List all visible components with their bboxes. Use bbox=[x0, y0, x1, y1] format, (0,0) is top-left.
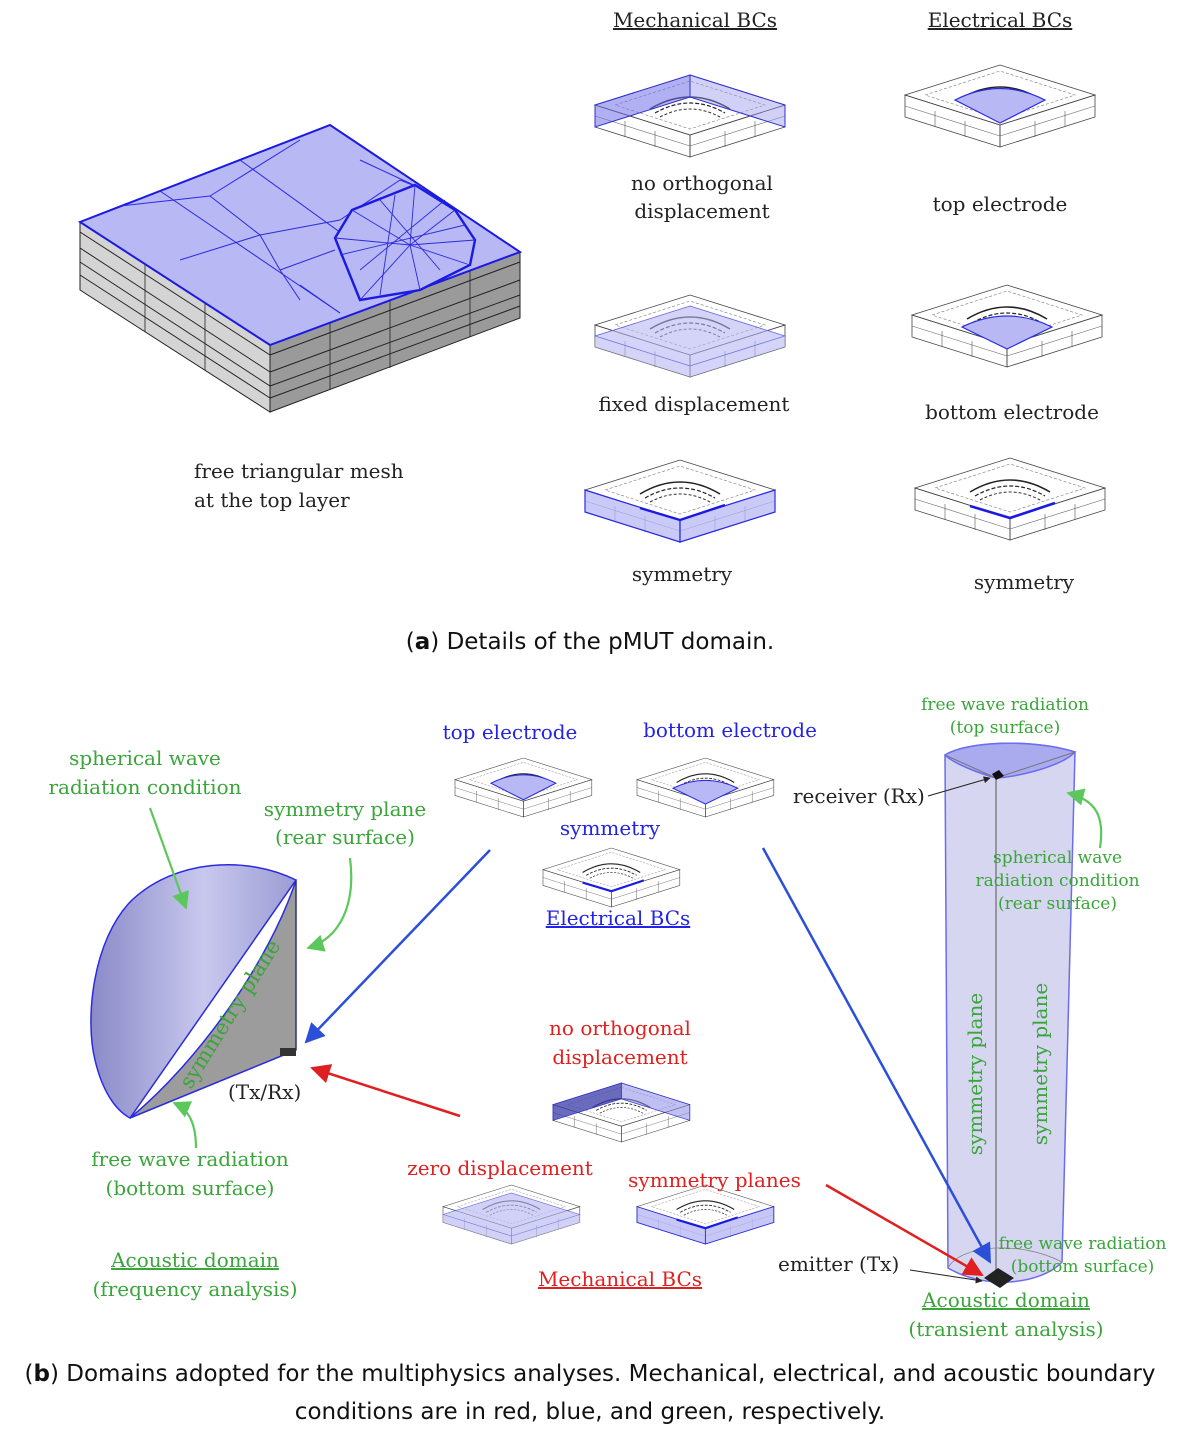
electrical-bcs-header: Electrical BCs bbox=[927, 8, 1073, 32]
center-sym-planes: symmetry planes bbox=[628, 1168, 801, 1192]
mech-symmetry-label: symmetry bbox=[631, 562, 733, 586]
right-free-top-line1: free wave radiation bbox=[921, 695, 1089, 715]
left-freewave-line1: free wave radiation bbox=[91, 1147, 289, 1171]
arrow-spherical-right bbox=[1066, 788, 1103, 849]
thumb-b-no-orthogonal bbox=[552, 1082, 691, 1143]
center-electrical-bcs: Electrical BCs bbox=[545, 906, 691, 930]
mesh-block bbox=[77, 123, 523, 413]
right-symplane-b: symmetry plane bbox=[1028, 982, 1052, 1146]
thumb-elec-symmetry bbox=[914, 457, 1106, 541]
thumb-elec-top bbox=[904, 64, 1096, 148]
left-spherical-line2: radiation condition bbox=[48, 775, 242, 799]
arrow-freewave-left bbox=[172, 1101, 198, 1149]
right-free-top-line2: (top surface) bbox=[949, 718, 1061, 738]
left-symplane-line2: (rear surface) bbox=[275, 825, 415, 849]
elec-bottom-label: bottom electrode bbox=[925, 400, 1099, 424]
elec-top-label: top electrode bbox=[932, 192, 1068, 216]
mech-no-orth-line1: no orthogonal bbox=[631, 171, 773, 195]
center-mechanical-bcs: Mechanical BCs bbox=[537, 1267, 703, 1291]
arrow-elec-to-transient bbox=[761, 847, 992, 1264]
center-no-orth-line2: displacement bbox=[552, 1045, 688, 1069]
transient-acoustic-domain bbox=[943, 742, 1077, 1288]
mech-fixed-label: fixed displacement bbox=[598, 392, 790, 416]
thumb-b-bottom-electrode bbox=[636, 757, 775, 818]
caption-a-letter: a bbox=[414, 629, 431, 655]
left-domain-sub: (frequency analysis) bbox=[92, 1277, 298, 1301]
frequency-acoustic-domain bbox=[90, 864, 298, 1119]
right-domain-title: Acoustic domain bbox=[922, 1288, 1090, 1312]
right-free-bottom-line1: free wave radiation bbox=[998, 1234, 1167, 1254]
arrow-elec-to-freq bbox=[304, 849, 491, 1044]
center-zero-disp: zero displacement bbox=[407, 1156, 593, 1180]
left-domain-title: Acoustic domain bbox=[111, 1248, 279, 1272]
arrow-spherical-left bbox=[148, 807, 189, 910]
arrow-mech-to-transient bbox=[825, 1183, 984, 1277]
thumb-b-zero-displacement bbox=[442, 1184, 581, 1245]
caption-a-text: Details of the pMUT domain. bbox=[446, 629, 775, 655]
mesh-label-line2: at the top layer bbox=[194, 488, 350, 512]
mech-no-orth-line2: displacement bbox=[634, 199, 770, 223]
thumb-b-top-electrode bbox=[454, 757, 593, 818]
thumb-mech-symmetry bbox=[584, 459, 776, 543]
right-spherical-line1: spherical wave bbox=[992, 848, 1123, 868]
caption-b-line2: conditions are in red, blue, and green, … bbox=[294, 1399, 886, 1425]
thumb-elec-bottom bbox=[911, 284, 1103, 368]
center-bottom-electrode: bottom electrode bbox=[643, 718, 817, 742]
txrx-label: (Tx/Rx) bbox=[228, 1080, 302, 1104]
thumb-b-symmetry-planes bbox=[636, 1184, 775, 1245]
elec-symmetry-label: symmetry bbox=[973, 570, 1075, 594]
center-top-electrode: top electrode bbox=[442, 720, 578, 744]
thumb-b-symmetry bbox=[542, 847, 681, 908]
thumb-mech-fixed bbox=[593, 294, 787, 378]
left-freewave-line2: (bottom surface) bbox=[105, 1176, 275, 1200]
thumb-mech-no-orthogonal bbox=[594, 74, 786, 158]
caption-a: (a) Details of the pMUT domain. bbox=[405, 629, 775, 655]
center-symmetry: symmetry bbox=[559, 816, 661, 840]
right-domain-sub: (transient analysis) bbox=[908, 1317, 1104, 1341]
receiver-label: receiver (Rx) bbox=[793, 784, 925, 808]
pointer-emitter bbox=[909, 1269, 983, 1284]
arrow-symplane-left bbox=[306, 857, 353, 952]
right-spherical-line3: (rear surface) bbox=[998, 894, 1117, 914]
mesh-label-line1: free triangular mesh bbox=[194, 459, 404, 483]
left-spherical-line1: spherical wave bbox=[69, 746, 221, 770]
center-no-orth-line1: no orthogonal bbox=[549, 1016, 691, 1040]
left-symplane-line1: symmetry plane bbox=[263, 797, 427, 821]
caption-b-letter: b bbox=[33, 1361, 50, 1387]
right-spherical-line2: radiation condition bbox=[975, 871, 1140, 891]
right-symplane-a: symmetry plane bbox=[963, 992, 987, 1156]
pointer-receiver bbox=[927, 776, 991, 797]
right-free-bottom-line2: (bottom surface) bbox=[1010, 1257, 1155, 1277]
mechanical-bcs-header: Mechanical BCs bbox=[612, 8, 778, 32]
caption-b-text1: Domains adopted for the multiphysics ana… bbox=[66, 1361, 1156, 1387]
arrow-mech-to-freq bbox=[310, 1064, 461, 1118]
emitter-label: emitter (Tx) bbox=[778, 1252, 900, 1276]
caption-b-line1: (b) Domains adopted for the multiphysics… bbox=[24, 1361, 1156, 1387]
